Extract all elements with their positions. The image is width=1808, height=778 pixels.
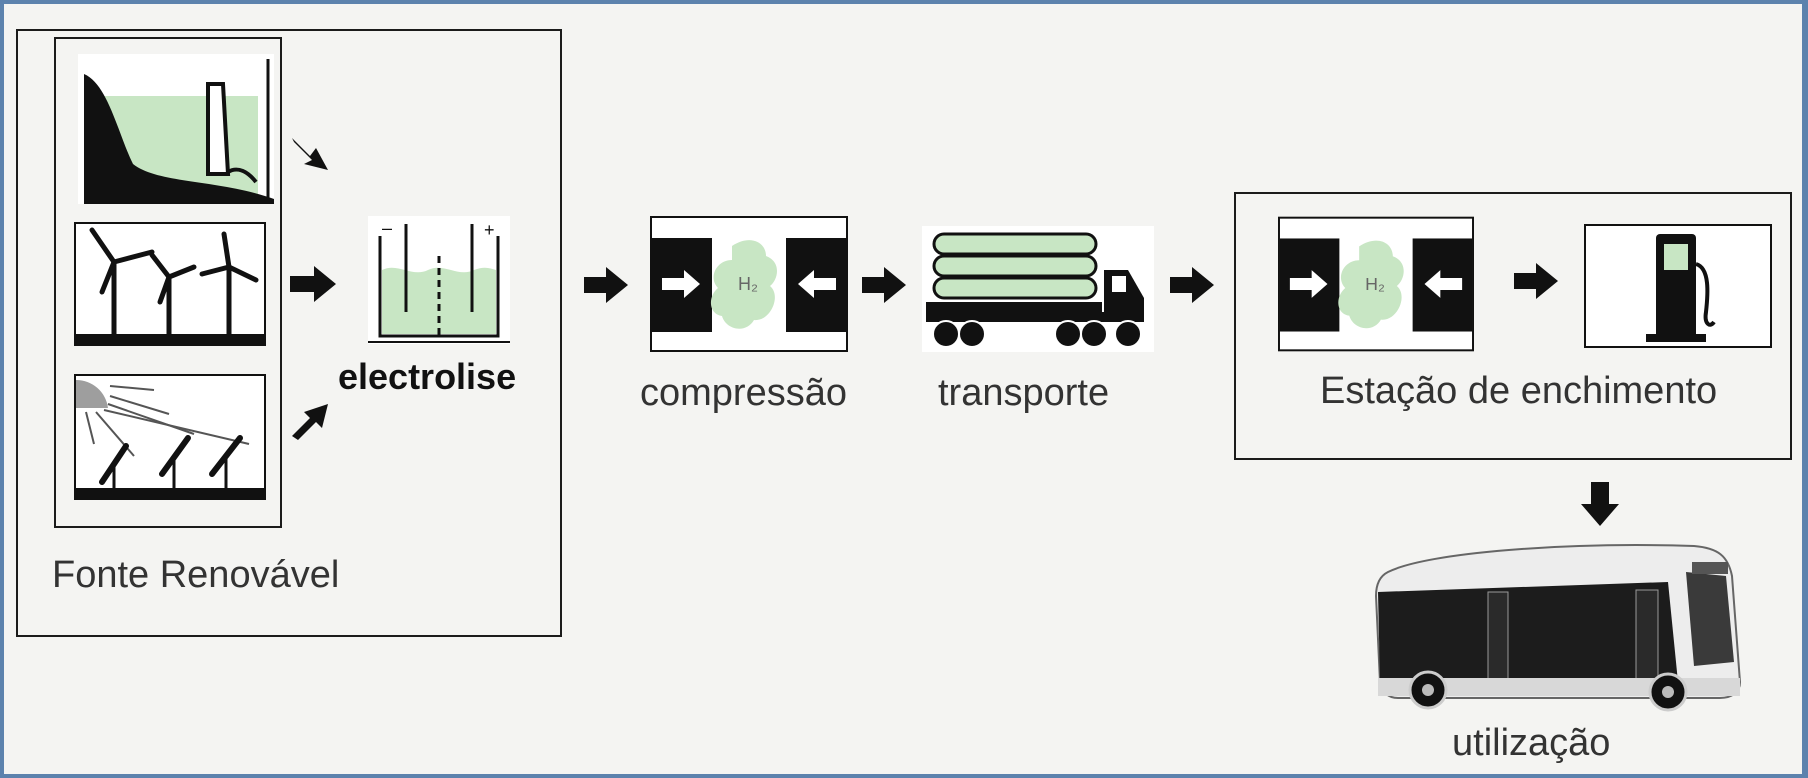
arrow-icon — [584, 267, 628, 303]
wind-turbines-icon — [74, 222, 266, 346]
arrow-icon — [290, 266, 336, 302]
arrow-icon — [292, 404, 328, 440]
fuel-dispenser-icon — [1584, 224, 1772, 348]
compressor-icon: H₂ — [1278, 216, 1474, 352]
label-renewable-source: Fonte Renovável — [52, 554, 340, 596]
svg-text:+: + — [484, 220, 495, 240]
diagram-canvas: – + electrolise Fonte Renovável H₂ compr… — [4, 4, 1802, 774]
arrow-icon — [862, 267, 906, 303]
renewable-source-frame — [16, 29, 562, 637]
arrow-icon — [292, 138, 328, 170]
arrow-icon — [1581, 482, 1619, 526]
label-electrolysis: electrolise — [338, 356, 517, 397]
filling-station-frame — [1234, 192, 1792, 460]
source-icons-frame — [54, 37, 282, 528]
svg-text:–: – — [382, 218, 392, 238]
solar-panels-icon — [74, 374, 266, 500]
arrow-icon — [1514, 263, 1558, 299]
arrow-icon — [1170, 267, 1214, 303]
h2-label: H₂ — [1365, 274, 1385, 294]
label-filling-station: Estação de enchimento — [1320, 370, 1718, 412]
hydrogen-bus-icon — [1374, 544, 1742, 712]
compressor-icon: H₂ — [650, 216, 848, 352]
label-use: utilização — [1452, 722, 1611, 764]
h2-label: H₂ — [738, 274, 758, 294]
label-compression: compressão — [640, 372, 847, 414]
hydro-dam-icon — [78, 54, 274, 204]
label-transport: transporte — [938, 372, 1110, 414]
electrolysis-cell-icon: – + — [368, 216, 510, 344]
tube-trailer-truck-icon — [922, 226, 1154, 352]
